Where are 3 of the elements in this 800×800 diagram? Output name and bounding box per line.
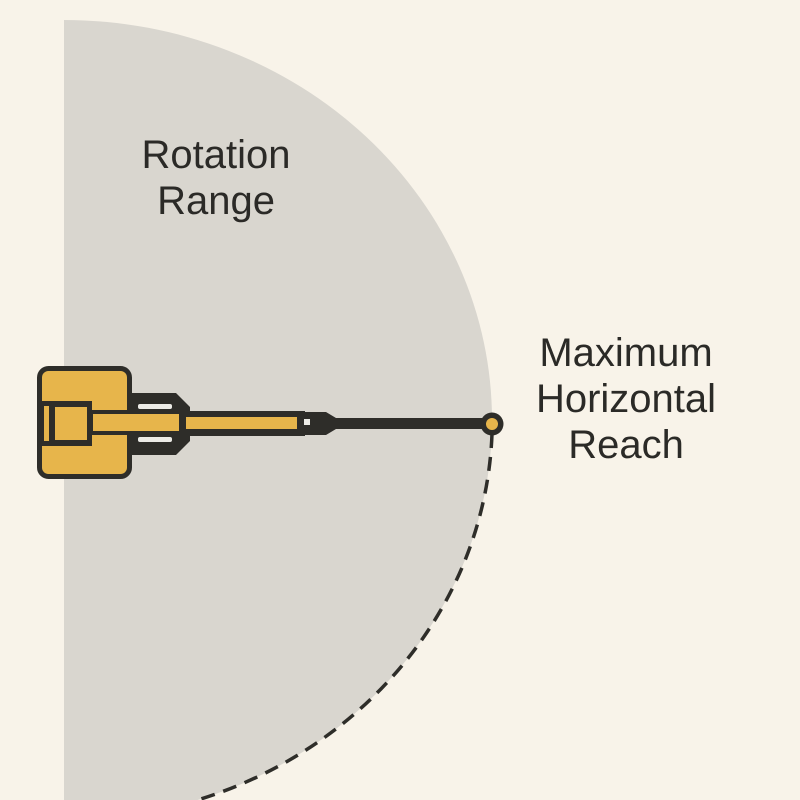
reach-label: Maximum Horizontal Reach: [534, 330, 718, 468]
area-label: Rotation Range: [140, 132, 292, 224]
rotation-range-area: [64, 20, 494, 800]
